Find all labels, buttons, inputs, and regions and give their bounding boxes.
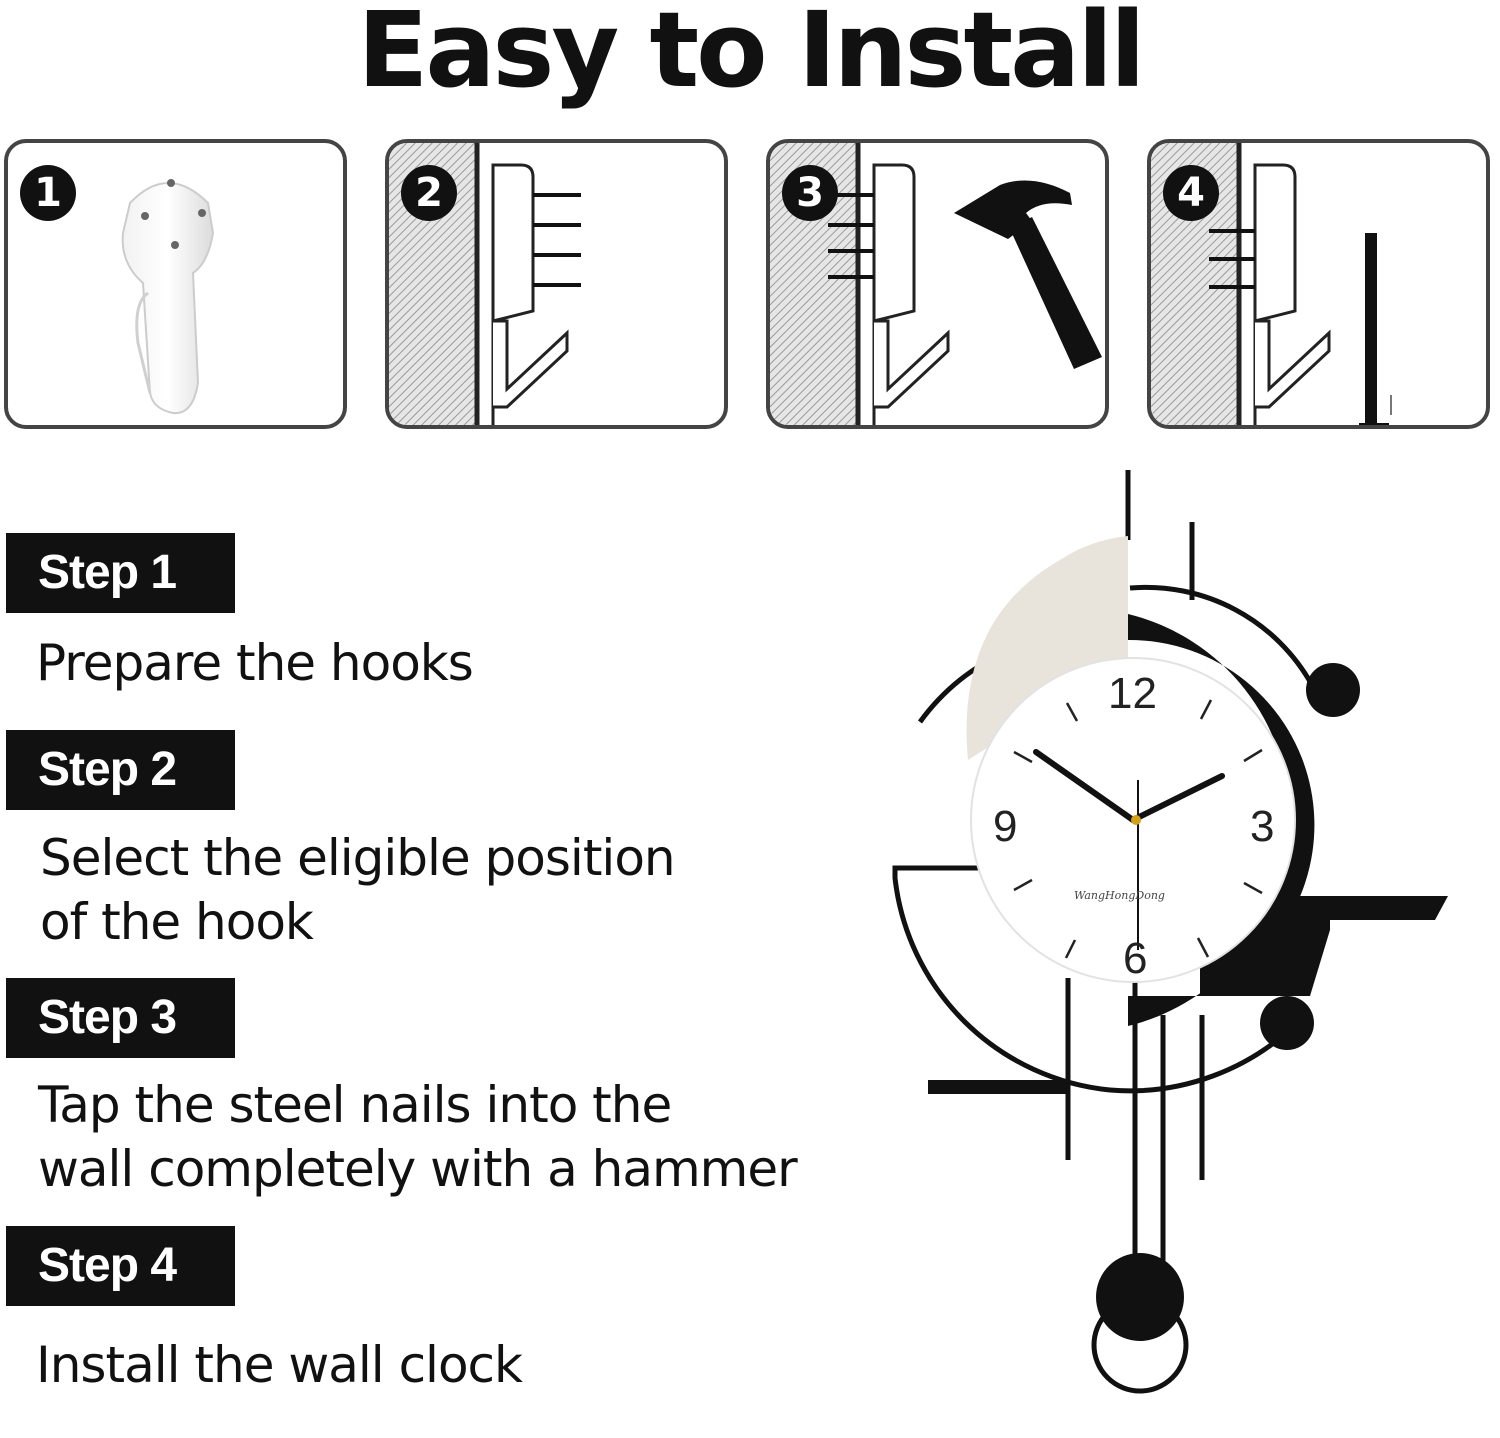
step-3-badge: 3 <box>782 165 838 221</box>
step-3-panel: 3 <box>766 139 1109 429</box>
step-2-panel: 2 <box>385 139 728 429</box>
clock-numeral-9: 9 <box>993 802 1018 851</box>
step-1-description: Prepare the hooks <box>36 634 474 692</box>
clock-numeral-3: 3 <box>1250 802 1275 851</box>
step-1-panel: 1 <box>4 139 347 429</box>
wall-clock-image <box>892 470 1448 1394</box>
step-3-description-line-1: Tap the steel nails into the <box>38 1076 672 1134</box>
step-1-label: Step 1 <box>6 533 235 613</box>
step-3-label: Step 3 <box>6 978 235 1058</box>
clock-signature: WangHongDong <box>1074 889 1165 902</box>
step-4-badge: 4 <box>1163 165 1219 221</box>
step-4-description: Install the wall clock <box>36 1336 523 1394</box>
step-1-badge: 1 <box>20 165 76 221</box>
clock-numeral-6: 6 <box>1123 934 1148 983</box>
step-2-label: Step 2 <box>6 730 235 810</box>
step-2-description-line-1: Select the eligible position <box>40 829 676 887</box>
step-4-label: Step 4 <box>6 1226 235 1306</box>
step-3-description-line-2: wall completely with a hammer <box>38 1140 798 1198</box>
clock-numeral-12: 12 <box>1108 669 1157 718</box>
wall-hook-icon <box>121 179 215 415</box>
step-2-badge: 2 <box>401 165 457 221</box>
step-2-description-line-2: of the hook <box>40 893 314 951</box>
step-4-panel: 4 <box>1147 139 1490 429</box>
page-title: Easy to Install <box>357 0 1145 111</box>
